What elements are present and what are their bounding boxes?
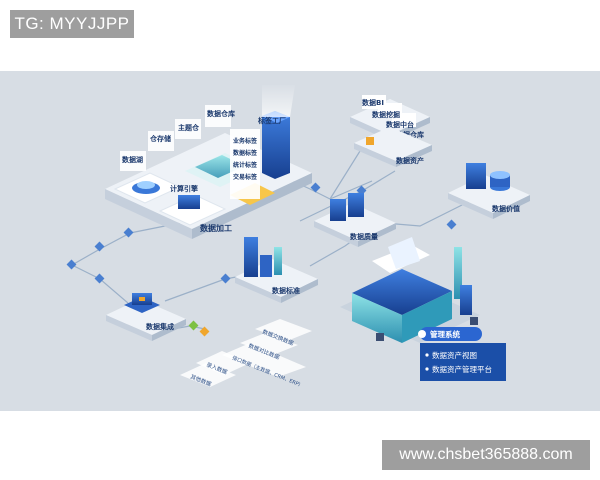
data-assets-platform xyxy=(354,127,432,167)
data-architecture-diagram: 数据湖 仓存储 主题仓 数据仓库 计算引擎 标签工厂 业务标签 数据标签 统计标… xyxy=(0,71,600,411)
bi-item-1: 数据挖掘 xyxy=(372,110,400,119)
source-data-planes xyxy=(180,319,312,387)
business-tag-2: 统计标签 xyxy=(233,161,258,169)
management-title: 管理系统 xyxy=(430,329,460,339)
watermark-bottom: www.chsbet365888.com xyxy=(382,440,590,470)
label-data-value: 数据价值 xyxy=(492,204,520,213)
business-tag-3: 交易标签 xyxy=(233,173,258,181)
label-storage: 仓存储 xyxy=(149,134,171,143)
label-data-standard: 数据标准 xyxy=(272,286,300,295)
data-value-platform xyxy=(448,163,530,219)
label-data-warehouse: 数据仓库 xyxy=(207,109,235,118)
diagram-canvas: 数据湖 仓存储 主题仓 数据仓库 计算引擎 标签工厂 业务标签 数据标签 统计标… xyxy=(0,71,600,411)
bi-item-0: 数据BI xyxy=(362,98,384,107)
data-quality-platform xyxy=(314,193,396,247)
processing-labels: 数据湖 仓存储 主题仓 数据仓库 计算引擎 标签工厂 业务标签 数据标签 统计标… xyxy=(122,109,286,233)
management-panel xyxy=(418,327,506,381)
management-title-pill xyxy=(420,327,482,341)
data-integration-platform xyxy=(106,293,186,341)
bi-item-2: 数据中台 xyxy=(386,120,414,129)
management-labels: 管理系统 数据资产视图 数据资产管理平台 xyxy=(430,329,492,374)
label-data-lake: 数据湖 xyxy=(122,155,143,164)
label-label-factory: 标签工厂 xyxy=(257,116,286,125)
data-processing-platform xyxy=(105,85,312,239)
label-data-processing: 数据加工 xyxy=(200,223,232,233)
management-item-1[interactable]: 数据资产管理平台 xyxy=(432,364,492,374)
bi-item-3: 数据仓库 xyxy=(396,130,424,139)
watermark-top: TG: MYYJJPP xyxy=(10,10,134,38)
label-data-quality: 数据质量 xyxy=(350,232,378,241)
label-subject-warehouse: 主题仓 xyxy=(178,123,200,132)
label-data-integration: 数据集成 xyxy=(146,322,174,331)
business-tag-1: 数据标签 xyxy=(233,149,258,157)
label-data-assets: 数据资产 xyxy=(396,156,424,165)
bi-labels: 数据BI 数据挖掘 数据中台 数据仓库 xyxy=(362,98,424,139)
management-building xyxy=(340,237,480,343)
business-tag-0: 业务标签 xyxy=(233,137,258,145)
label-compute-engine: 计算引擎 xyxy=(170,184,199,193)
management-item-0[interactable]: 数据资产视图 xyxy=(432,350,477,360)
management-items-box xyxy=(420,343,506,381)
data-standard-platform xyxy=(235,237,318,303)
diagram-background xyxy=(0,71,600,411)
